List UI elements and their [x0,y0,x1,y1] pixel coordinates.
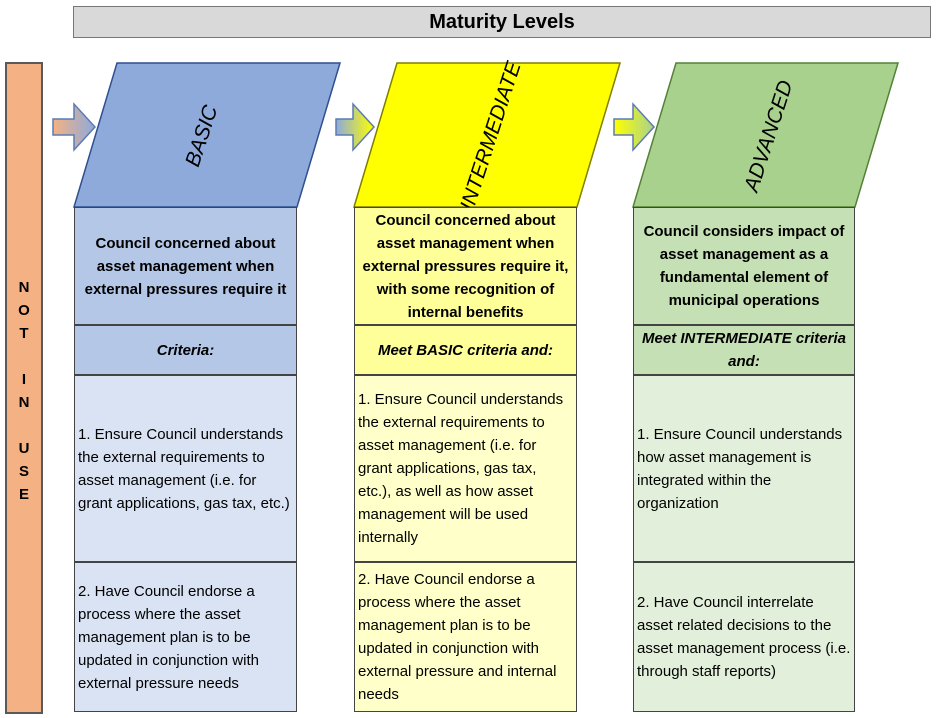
side-letter: O [18,302,30,319]
intermediate-criteria: Meet BASIC criteria and: [354,325,577,375]
advanced-item-2: 2. Have Council interrelate asset relate… [633,562,855,712]
maturity-levels-title: Maturity Levels [73,6,931,38]
not-in-use-column: N O T I N U S E [5,62,43,714]
basic-description: Council concerned about asset management… [74,207,297,325]
arrow-icon [335,102,376,152]
side-letter: S [18,463,29,480]
intermediate-description: Council concerned about asset management… [354,207,577,325]
advanced-item-1: 1. Ensure Council understands how asset … [633,375,855,562]
side-letter: U [18,440,30,457]
basic-criteria: Criteria: [74,325,297,375]
side-letter: T [19,325,29,342]
not-in-use-label: N O T I N U S E [7,276,41,506]
advanced-description: Council considers impact of asset manage… [633,207,855,325]
side-letter: I [21,371,27,388]
intermediate-item-1: 1. Ensure Council understands the extern… [354,375,577,562]
basic-item-1: 1. Ensure Council understands the extern… [74,375,297,562]
side-letter: N [18,279,30,296]
side-letter: N [18,394,30,411]
advanced-criteria: Meet INTERMEDIATE criteria and: [633,325,855,375]
side-letter: E [18,486,29,503]
arrow-icon [52,102,97,152]
arrow-icon [613,102,656,152]
intermediate-item-2: 2. Have Council endorse a process where … [354,562,577,712]
basic-item-2: 2. Have Council endorse a process where … [74,562,297,712]
